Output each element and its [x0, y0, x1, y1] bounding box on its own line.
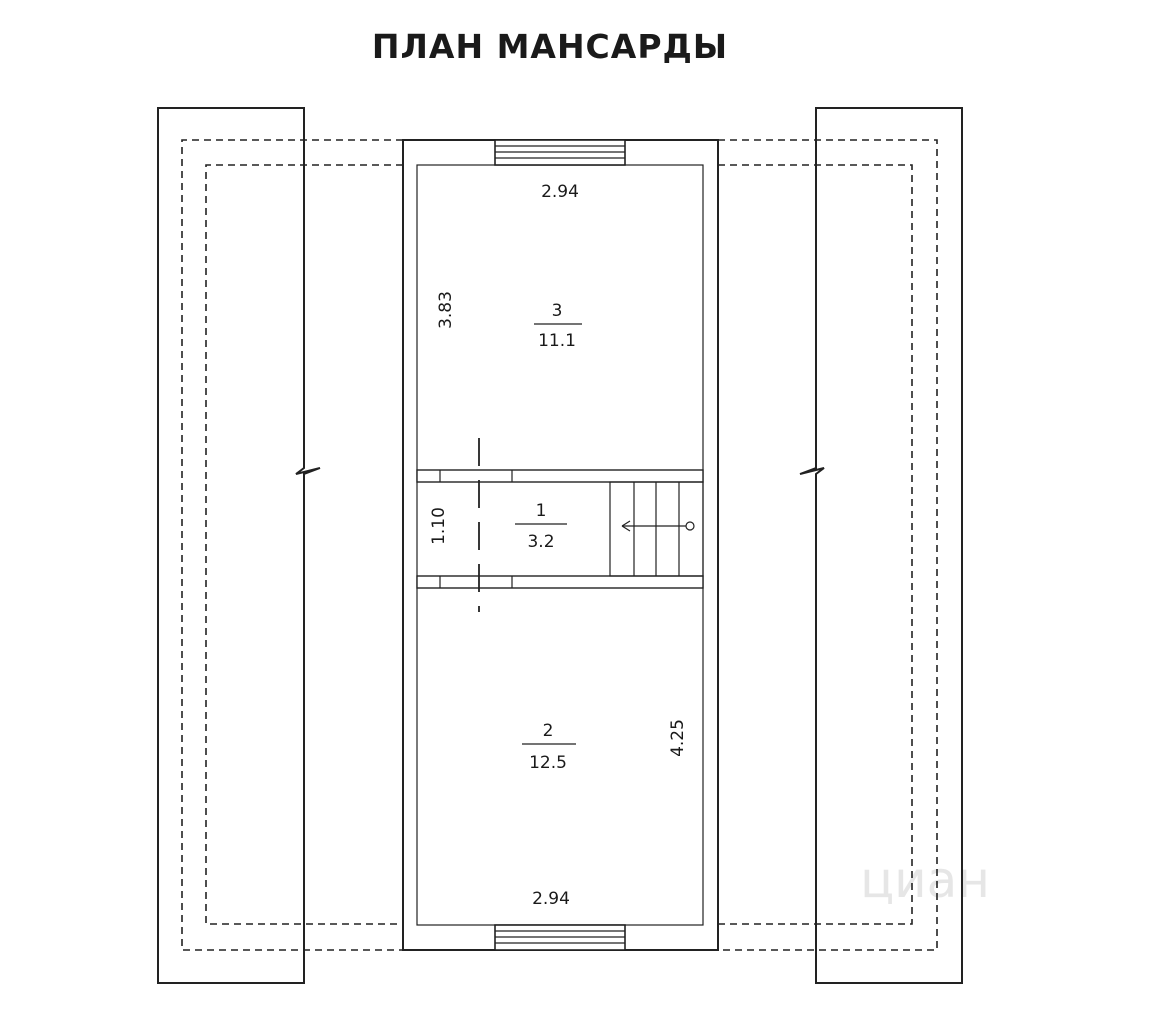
room-3: 2.94 3.83 3 11.1	[436, 182, 582, 351]
room-3-area: 11.1	[538, 331, 576, 351]
room-3-width: 2.94	[541, 182, 579, 202]
room-2-length: 4.25	[668, 719, 688, 757]
room-3-length: 3.83	[436, 291, 456, 329]
hall-partitions	[416, 438, 704, 612]
bottom-window	[494, 924, 626, 951]
room-1-area: 3.2	[527, 532, 554, 552]
room-2-area: 12.5	[529, 753, 567, 773]
room-2-width: 2.94	[532, 889, 570, 909]
room-1-number: 1	[536, 501, 547, 521]
room-3-number: 3	[552, 301, 563, 321]
top-window	[494, 139, 626, 166]
watermark: циан	[860, 851, 990, 909]
central-building	[402, 139, 719, 951]
left-roof-slope	[157, 107, 403, 984]
staircase	[609, 481, 704, 577]
right-roof-slope	[718, 107, 963, 984]
room-1-length: 1.10	[429, 507, 449, 545]
plan-title: ПЛАН МАНСАРДЫ	[372, 27, 728, 66]
room-1: 1.10 1 3.2	[429, 501, 567, 552]
room-2: 2 12.5 4.25 2.94	[522, 719, 688, 909]
room-2-number: 2	[543, 721, 554, 741]
